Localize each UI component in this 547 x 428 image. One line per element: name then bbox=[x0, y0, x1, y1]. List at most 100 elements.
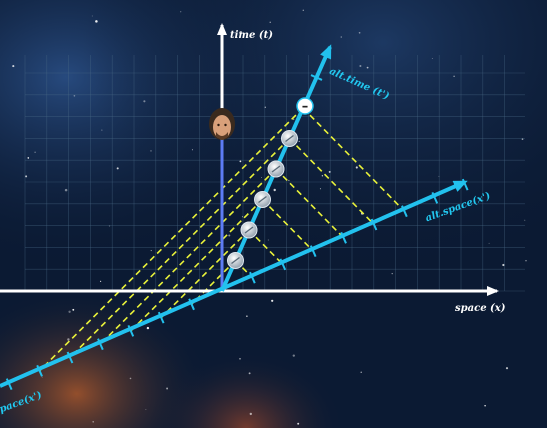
star bbox=[297, 422, 300, 425]
alt-space-tick bbox=[370, 218, 378, 231]
star bbox=[116, 167, 119, 170]
star bbox=[239, 31, 243, 34]
star bbox=[241, 216, 243, 218]
alt-space-tick bbox=[340, 231, 347, 244]
star bbox=[12, 65, 15, 68]
star bbox=[72, 308, 75, 311]
projection-line bbox=[130, 198, 264, 332]
projection-dashed-lines bbox=[39, 107, 405, 372]
top-marker-symbol: – bbox=[302, 100, 309, 115]
star bbox=[271, 299, 274, 302]
alt-space-tick bbox=[249, 271, 256, 284]
star bbox=[340, 36, 343, 38]
star bbox=[328, 170, 331, 173]
star bbox=[292, 118, 295, 121]
star bbox=[64, 188, 68, 192]
alt-space-tick bbox=[401, 205, 408, 218]
star bbox=[101, 129, 103, 131]
star bbox=[239, 357, 241, 360]
projection-line bbox=[69, 137, 291, 359]
star bbox=[73, 94, 76, 97]
star bbox=[453, 75, 455, 78]
star bbox=[366, 66, 369, 69]
star bbox=[228, 234, 231, 237]
star bbox=[360, 371, 362, 373]
star bbox=[239, 160, 242, 163]
alt-space-axis bbox=[0, 180, 468, 388]
star bbox=[391, 272, 393, 275]
worldline-events bbox=[227, 130, 298, 269]
star bbox=[521, 138, 524, 140]
star bbox=[273, 188, 276, 192]
star bbox=[25, 175, 28, 178]
alt-space-tick bbox=[36, 364, 43, 377]
star bbox=[298, 140, 300, 142]
star bbox=[99, 280, 102, 283]
star bbox=[150, 250, 152, 252]
star bbox=[248, 372, 251, 375]
star bbox=[246, 315, 248, 317]
star bbox=[358, 31, 361, 34]
star bbox=[359, 64, 362, 68]
star bbox=[34, 151, 36, 153]
alt-space-tick bbox=[188, 298, 195, 311]
projection-line bbox=[39, 107, 304, 372]
star bbox=[143, 100, 146, 103]
projection-line bbox=[275, 168, 345, 239]
star bbox=[27, 157, 30, 159]
star bbox=[129, 377, 132, 380]
alt-space-tick bbox=[279, 258, 287, 271]
alt-space-tick bbox=[157, 311, 165, 324]
projection-line bbox=[261, 198, 314, 252]
top-marker: – bbox=[296, 97, 314, 115]
star bbox=[261, 177, 262, 178]
event-marker-glyph bbox=[285, 134, 294, 143]
projection-line bbox=[160, 229, 250, 319]
star bbox=[355, 166, 358, 169]
projection-line bbox=[302, 107, 405, 212]
alt-space-tick bbox=[127, 325, 135, 337]
star bbox=[267, 239, 269, 241]
star bbox=[302, 9, 304, 11]
projection-line bbox=[248, 229, 284, 265]
star bbox=[319, 188, 321, 190]
time-axis-label: time (t) bbox=[230, 30, 273, 41]
star bbox=[484, 404, 486, 407]
alt-space-tick bbox=[97, 338, 104, 351]
star bbox=[95, 20, 98, 23]
star bbox=[41, 376, 43, 378]
alt-space-tick bbox=[431, 192, 439, 204]
star bbox=[288, 179, 290, 181]
star bbox=[321, 175, 324, 177]
star bbox=[269, 21, 271, 23]
star bbox=[524, 219, 526, 221]
projection-line bbox=[288, 137, 375, 226]
event-marker-glyph bbox=[258, 195, 267, 204]
star bbox=[525, 260, 527, 262]
event-marker-glyph bbox=[244, 226, 254, 234]
star bbox=[180, 11, 182, 13]
star bbox=[166, 387, 169, 390]
event-marker-glyph bbox=[231, 256, 240, 265]
space-axis-label: space (x) bbox=[455, 303, 506, 314]
star bbox=[67, 338, 70, 341]
star bbox=[145, 408, 147, 410]
star bbox=[488, 242, 490, 244]
star-field bbox=[12, 9, 527, 425]
star bbox=[292, 354, 295, 357]
star bbox=[68, 310, 71, 313]
person-face-icon bbox=[209, 108, 235, 140]
star bbox=[150, 150, 152, 152]
star bbox=[502, 263, 505, 267]
alt-space-tick bbox=[66, 351, 74, 364]
star bbox=[191, 149, 193, 151]
star bbox=[249, 412, 252, 416]
alt-space-tick bbox=[461, 178, 469, 191]
event-marker-glyph bbox=[271, 165, 281, 173]
star bbox=[431, 57, 433, 60]
alt-time-tick bbox=[310, 74, 323, 81]
projection-line bbox=[99, 168, 277, 345]
